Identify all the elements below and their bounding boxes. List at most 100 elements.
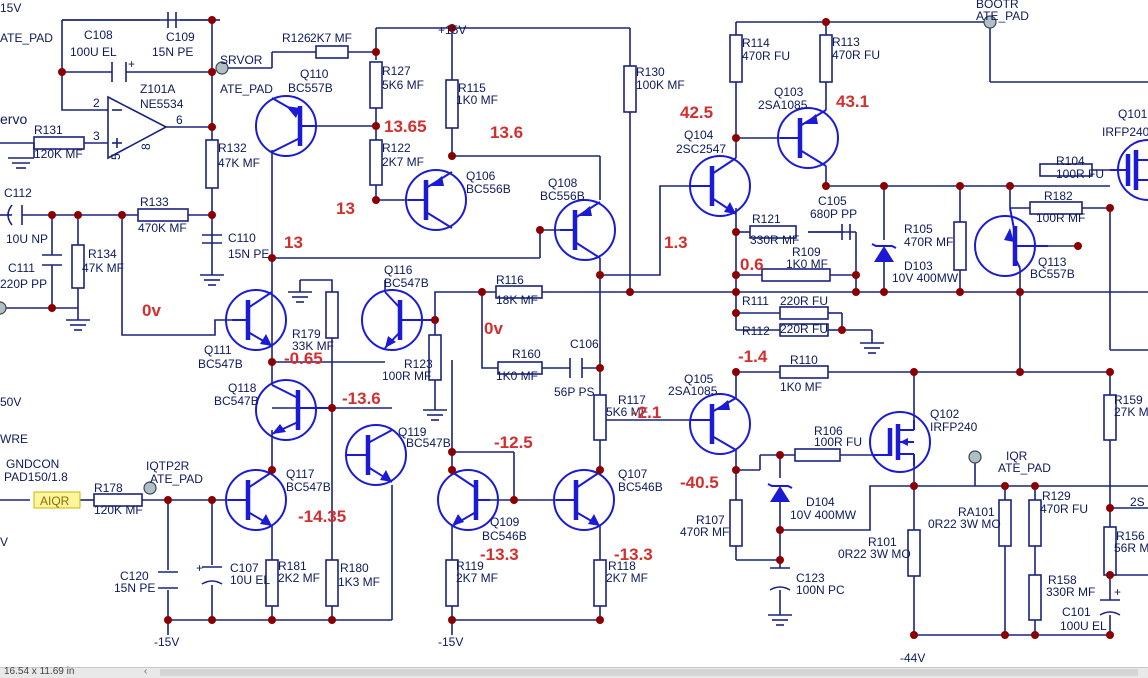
voltage-annotation: 13.65	[384, 117, 427, 136]
ground-symbol	[200, 274, 224, 286]
label-minus15v: -15V	[154, 635, 179, 649]
label-r123: R123	[404, 357, 433, 371]
label-r101-value: 0R22 3W MO	[838, 547, 911, 561]
label-c101: C101	[1062, 605, 1091, 619]
wires	[0, 19, 1148, 636]
label-r182-value: 100R MF	[1036, 211, 1085, 225]
label-r122-value: 2K7 MF	[382, 155, 424, 169]
label-r117: R117	[618, 393, 646, 407]
label-q107: Q107	[618, 467, 648, 481]
transistor-q104	[689, 155, 751, 217]
label-q105: Q105	[684, 372, 714, 386]
voltage-annotation: -13.3	[480, 545, 519, 564]
label-q110: Q110	[300, 67, 329, 81]
label-c106-value: 56P PS	[554, 385, 594, 399]
testpad-iqtp2r	[143, 481, 157, 495]
resistors	[33, 34, 1117, 621]
resistor-r117	[593, 394, 607, 441]
resistor-r104	[1039, 163, 1093, 177]
transistor-q108	[554, 199, 616, 261]
label-q119-value: BC547B	[406, 436, 451, 450]
transistor-q109	[437, 469, 499, 531]
label-r129-value: 470R FU	[1040, 502, 1088, 516]
label-r180-value: 1K3 MF	[338, 575, 380, 589]
label-r109-value: 1K0 MF	[786, 257, 828, 271]
label-r132: R132	[218, 141, 247, 155]
resistor-r158	[1028, 574, 1042, 621]
svg-text:+: +	[196, 561, 203, 575]
resistor-r134	[71, 244, 85, 289]
label-r127-value: 5K6 MF	[382, 78, 424, 92]
label-c111: C111	[8, 261, 35, 275]
label-r110-value: 1K0 MF	[780, 380, 822, 394]
label-q116: Q116	[384, 263, 413, 277]
label-pin3: 3	[93, 129, 100, 143]
scroll-left-icon[interactable]: ‹	[144, 666, 148, 677]
label-srvor-pad: ATE_PAD	[220, 82, 273, 96]
mosfet-q102	[869, 411, 931, 473]
label-15v-tl: 15V	[0, 1, 21, 15]
transistor-q117	[225, 469, 287, 531]
resistor-r119	[445, 559, 459, 607]
label-r156: R156	[1116, 529, 1145, 543]
label-r130-value: 100K MF	[636, 78, 685, 92]
label-q106: Q106	[466, 169, 496, 183]
voltage-annotation: 1.3	[664, 233, 688, 252]
resistor-r115	[445, 79, 459, 129]
label-c105: C105	[818, 194, 847, 208]
label-d104: D104	[806, 495, 835, 509]
label-r134-value: 47K MF	[82, 261, 124, 275]
label-c120-value: 15N PE	[114, 581, 155, 595]
capacitor-c107: +	[196, 561, 223, 585]
label-q118: Q118	[228, 381, 257, 395]
label-r160-value: 1K0 MF	[496, 369, 538, 383]
label-c112: C112	[4, 186, 32, 200]
page-size-readout: 16.54 x 11.69 in	[4, 666, 75, 677]
label-r160: R160	[512, 347, 541, 361]
label-c111-value: 220P PP	[0, 277, 47, 291]
label-iqr: IQR	[1006, 449, 1028, 463]
label-r107: R107	[696, 513, 725, 527]
label-pin2: 2	[93, 96, 100, 110]
label-c109-value: 15N PE	[152, 45, 193, 59]
voltage-annotation: -40.5	[680, 473, 719, 492]
label-q101-value: IRFP240	[1102, 125, 1148, 139]
capacitor-c123	[769, 567, 791, 591]
label-r115-value: 1K0 MF	[456, 93, 498, 107]
label-r131-value: 120K MF	[34, 147, 83, 161]
resistor-r113	[819, 34, 833, 83]
capacitor-c109	[167, 12, 177, 28]
label-wre: WRE	[0, 432, 28, 446]
voltage-annotation: -13.6	[342, 389, 381, 408]
label-q102: Q102	[930, 407, 960, 421]
capacitor-c108: +	[111, 57, 135, 82]
resistor-r178	[93, 493, 143, 507]
label-r112-value: 220R FU	[780, 322, 828, 336]
label-srvor: SRVOR	[220, 53, 263, 67]
label-r129: R129	[1042, 489, 1071, 503]
label-r105-value: 470R MF	[904, 235, 953, 249]
label-r106-value: 100R FU	[814, 435, 862, 449]
voltage-annotation: -0.65	[284, 349, 323, 368]
label-r122: R122	[382, 141, 411, 155]
label-c108-value: 100U EL	[70, 45, 117, 59]
resistor-r160	[497, 361, 543, 375]
label-iqtp2r-pad: ATE_PAD	[150, 472, 203, 486]
label-r130: R130	[636, 65, 665, 79]
transistor-q107	[553, 469, 615, 531]
label-r178: R178	[94, 481, 123, 495]
testpad-iqr	[968, 450, 982, 464]
transistor-q113	[974, 207, 1048, 277]
ground-symbol	[423, 409, 447, 421]
label-d103-value: 10V 400MW	[892, 271, 959, 285]
svg-text:+: +	[1114, 585, 1121, 599]
label-r179-value: 33K MF	[292, 339, 334, 353]
horizontal-scrollbar[interactable]	[160, 669, 1138, 676]
label-r121: R121	[752, 212, 781, 226]
resistor-r121	[749, 225, 797, 239]
label-servo: ervo	[0, 111, 27, 127]
label-d104-value: 10V 400MW	[790, 508, 857, 522]
label-r111-value: 220R FU	[780, 294, 828, 308]
capacitor-c101: +	[1099, 585, 1121, 616]
label-r123-value: 100R MF	[382, 369, 431, 383]
